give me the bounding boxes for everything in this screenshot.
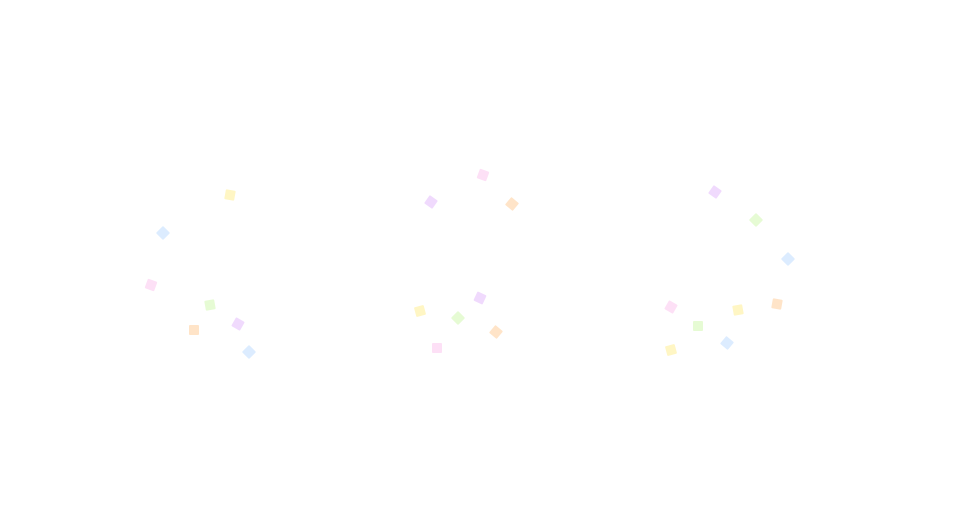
confetti-cluster-left [0, 0, 320, 530]
confetti-piece-orange [771, 298, 783, 310]
confetti-piece-green [748, 212, 764, 228]
confetti-piece-purple [424, 195, 438, 209]
confetti-piece-orange [504, 196, 520, 212]
confetti-piece-green [204, 299, 216, 311]
confetti-piece-purple [231, 317, 245, 331]
confetti-piece-pink [144, 278, 158, 292]
confetti-piece-blue [719, 335, 735, 351]
confetti-piece-pink [664, 300, 678, 314]
confetti-piece-green [693, 321, 703, 331]
confetti-piece-yellow [224, 189, 236, 201]
confetti-piece-purple [708, 185, 722, 199]
confetti-piece-green [450, 310, 466, 326]
confetti-cluster-right [640, 0, 960, 530]
confetti-piece-pink [476, 168, 490, 182]
confetti-piece-blue [155, 225, 171, 241]
confetti-piece-orange [189, 325, 199, 335]
confetti-piece-purple [473, 291, 487, 305]
confetti-piece-pink [432, 343, 442, 353]
confetti-piece-yellow [413, 304, 427, 318]
confetti-piece-yellow [732, 304, 744, 316]
confetti-piece-blue [241, 344, 257, 360]
confetti-cluster-center [320, 0, 640, 530]
confetti-piece-orange [488, 324, 504, 340]
confetti-piece-yellow [664, 343, 678, 357]
confetti-piece-blue [780, 251, 796, 267]
